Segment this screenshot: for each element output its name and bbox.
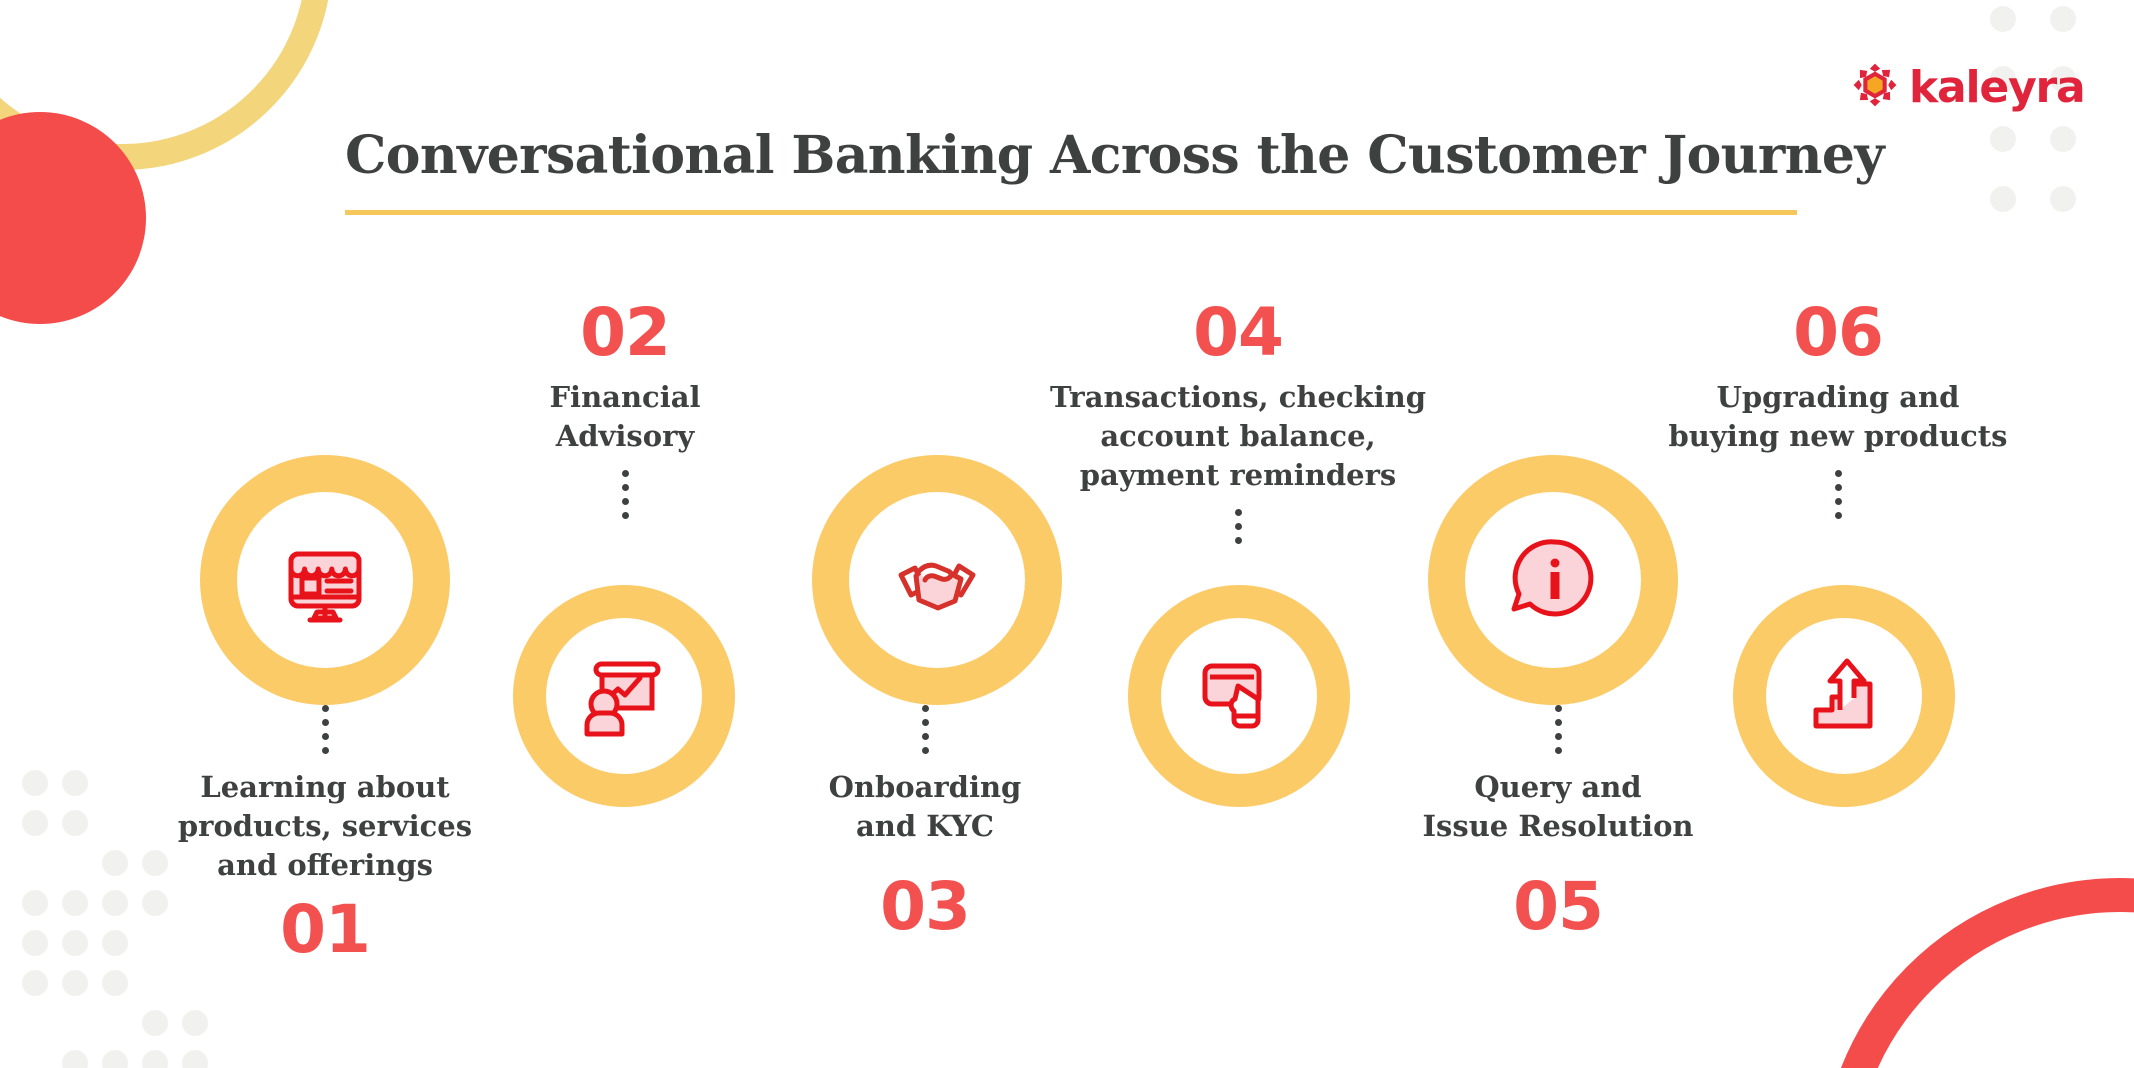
step-ring-03[interactable] (812, 455, 1062, 705)
step-label-06-text: Upgrading and buying new products (1668, 380, 2008, 453)
step-label-03-text: Onboarding and KYC (828, 770, 1022, 843)
step-label-01-number: 01 (280, 890, 371, 968)
kaleyra-logo: kaleyra (1852, 61, 2086, 113)
step-ring-02-hole (546, 618, 702, 774)
hand-holding-card-icon (1191, 648, 1287, 744)
step-ring-06[interactable] (1733, 585, 1955, 807)
info-speech-bubble-icon (1503, 530, 1603, 630)
step-label-02: 02 Financial Advisory (470, 300, 780, 519)
step-ring-04-hole (1161, 618, 1317, 774)
step-label-05-number: 05 (1513, 867, 1604, 945)
step-ring-01[interactable] (200, 455, 450, 705)
step-ring-05[interactable] (1428, 455, 1678, 705)
step-label-06-number: 06 (1793, 294, 1884, 371)
connector-dots-06 (1648, 469, 2028, 519)
stairs-up-arrow-icon (1796, 648, 1892, 744)
step-ring-06-hole (1766, 618, 1922, 774)
kaleyra-wordmark: kaleyra (1909, 61, 2086, 113)
step-ring-05-hole (1465, 492, 1641, 668)
step-label-04-text: Transactions, checking account balance, … (1049, 380, 1427, 492)
page-title: Conversational Banking Across the Custom… (345, 125, 1885, 186)
step-label-01-text: Learning about products, services and of… (177, 770, 473, 882)
step-label-06: 06 Upgrading and buying new products (1648, 300, 2028, 519)
step-ring-04[interactable] (1128, 585, 1350, 807)
kaleyra-flower-icon (1852, 62, 1898, 113)
title-underline-rule (345, 210, 1797, 215)
step-label-05-text: Query and Issue Resolution (1422, 770, 1694, 843)
connector-dots-03 (755, 705, 1095, 754)
step-label-01: Learning about products, services and of… (155, 705, 495, 963)
step-label-02-text: Financial Advisory (549, 380, 701, 453)
handshake-icon (885, 528, 989, 632)
step-label-04-number: 04 (1193, 294, 1284, 371)
connector-dots-02 (470, 469, 780, 519)
presentation-chart-person-icon (576, 648, 672, 744)
step-label-02-number: 02 (580, 294, 671, 371)
step-ring-02[interactable] (513, 585, 735, 807)
step-label-03: Onboarding and KYC 03 (755, 705, 1095, 940)
online-storefront-icon (273, 528, 377, 632)
step-ring-03-hole (849, 492, 1025, 668)
step-label-03-number: 03 (880, 867, 971, 945)
step-ring-01-hole (237, 492, 413, 668)
step-label-05: Query and Issue Resolution 05 (1388, 705, 1728, 940)
connector-dots-05 (1388, 705, 1728, 754)
connector-dots-04 (1048, 508, 1428, 544)
connector-dots-01 (155, 705, 495, 754)
step-label-04: 04 Transactions, checking account balanc… (1048, 300, 1428, 544)
